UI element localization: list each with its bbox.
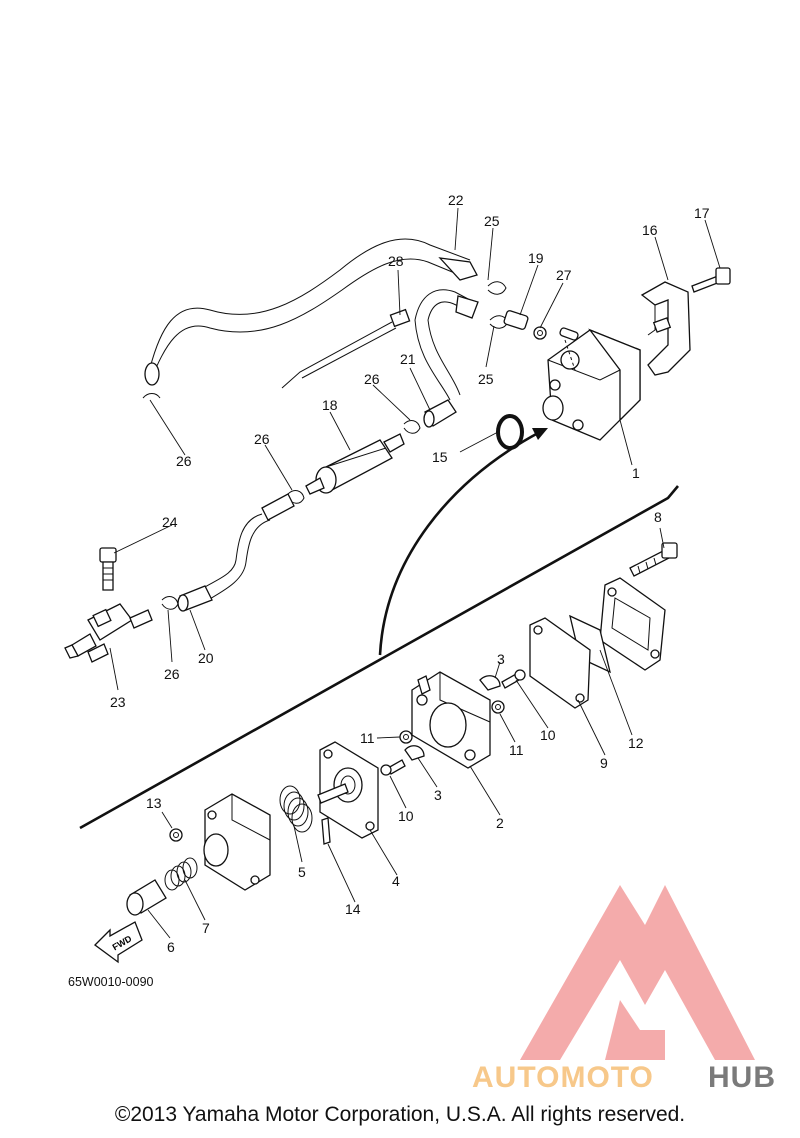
callout-24: 24 [162,514,178,530]
callout-17: 17 [694,205,710,221]
screw-10-lower [380,759,406,776]
hose-clip-25-upper [487,281,507,295]
fuel-pump-1 [542,327,641,441]
callout-27: 27 [556,267,572,283]
nut-13 [169,828,183,842]
callout-16: 16 [642,222,658,238]
callout-21: 21 [400,351,416,367]
callout-19: 19 [528,250,544,266]
fuel-filter-18 [305,433,405,495]
callout-10-lower: 10 [398,808,414,824]
callout-26-hose21: 26 [364,371,380,387]
callout-11-right: 11 [509,742,524,758]
spring-7 [164,857,198,891]
callout-1: 1 [632,465,640,481]
callout-25-lower: 25 [478,371,494,387]
bolt-24 [99,547,117,591]
callout-6: 6 [167,939,175,955]
callout-26-top-left: 26 [176,453,192,469]
plunger-6 [126,879,167,916]
callout-23: 23 [110,694,126,710]
spring-5 [279,785,313,833]
bracket-16 [640,281,691,376]
bolt-17 [691,267,731,293]
callout-4: 4 [392,873,400,889]
watermark-text-hub: HUB [708,1061,776,1094]
hose-20 [177,493,295,612]
callout-7: 7 [202,920,210,936]
bolt-8 [629,542,678,577]
callout-15: 15 [432,449,448,465]
washer-27 [533,326,547,340]
callout-12: 12 [628,735,644,751]
callout-5: 5 [298,864,306,880]
pin-14 [321,817,331,845]
pump-cover-body [203,793,271,891]
hose-end-26-upper [142,362,161,399]
watermark-triangle-icon [520,885,755,1060]
valve-3-lower [404,745,425,761]
valve-3-upper [479,675,501,691]
callout-9: 9 [600,755,608,771]
callout-10-upper: 10 [540,727,556,743]
section-divider [79,485,679,830]
clip-26-filter-right [403,420,421,434]
callout-3-lower: 3 [434,787,442,803]
automotohub-watermark-logo: AUTOMOTO HUB [472,885,776,1094]
callout-13: 13 [146,795,162,811]
callout-26-filter: 26 [254,431,270,447]
collar-19 [503,310,529,330]
clip-26-lower [161,596,179,610]
callout-28: 28 [388,253,404,269]
callout-18: 18 [322,397,338,413]
hose-21 [423,399,457,428]
callout-2: 2 [496,815,504,831]
callout-25-upper: 25 [484,213,500,229]
fwd-arrow-icon: FWD [94,921,143,964]
diaphragm-4 [317,741,379,839]
pump-body-2 [411,671,491,769]
fuel-hose-22 [149,238,478,383]
callout-26-lower: 26 [164,666,180,682]
screw-10-upper [501,669,526,689]
detail-arrow-head [532,428,548,440]
nut-11-right [491,700,505,714]
return-hose [414,289,479,401]
detail-arrow [378,430,541,656]
watermark-text-automoto: AUTOMOTO [472,1061,654,1094]
gasket-9 [529,617,591,709]
callout-labels: 1 2 3 3 4 5 6 7 8 9 10 10 11 11 12 13 14… [110,192,710,955]
callout-14: 14 [345,901,361,917]
callout-20: 20 [198,650,214,666]
nut-11-left [399,730,413,744]
diagram-code: 65W0010-0090 [68,975,154,989]
callout-3-upper: 3 [497,651,505,667]
cable-tie-28 [281,308,411,389]
callout-8: 8 [654,509,662,525]
cover-12 [599,577,666,671]
callout-11-left: 11 [360,730,375,746]
fuel-joint-23 [64,603,153,663]
leader-lines [109,207,721,939]
callout-22: 22 [448,192,464,208]
copyright-notice: ©2013 Yamaha Motor Corporation, U.S.A. A… [114,1103,686,1126]
